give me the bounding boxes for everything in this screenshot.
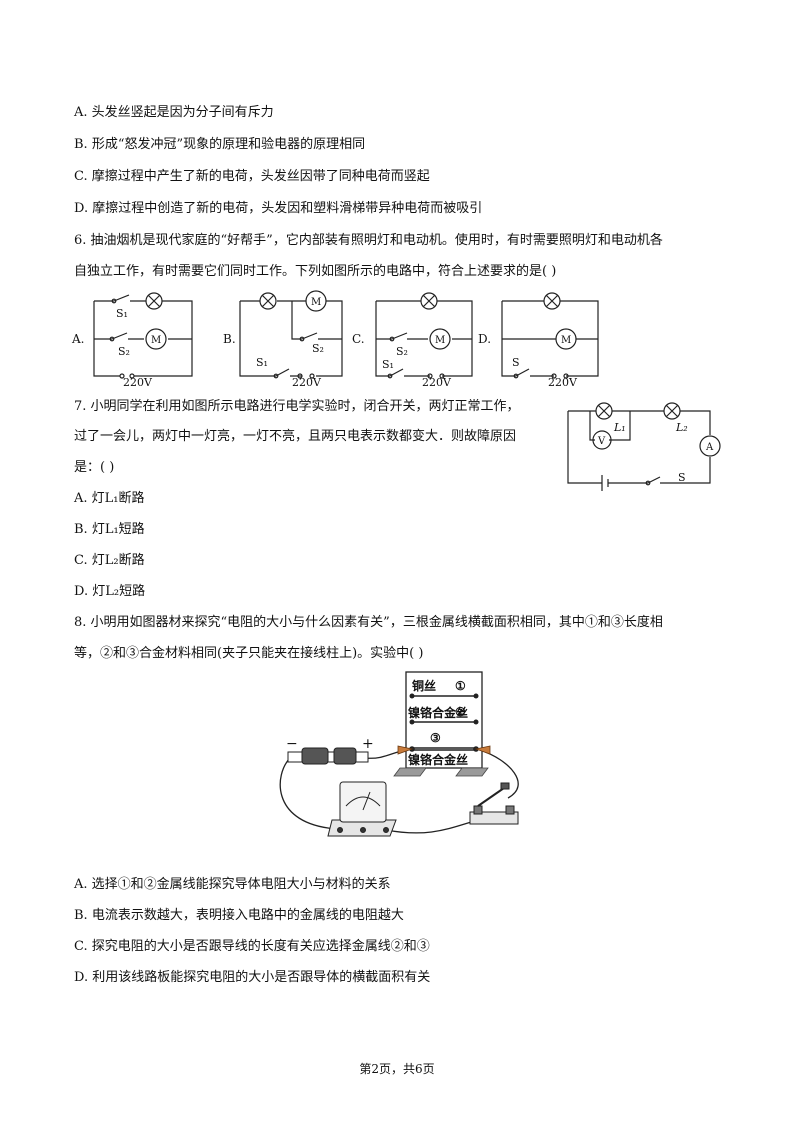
q8-battery-plus: +	[362, 736, 374, 752]
q8-stem-line2: 等，②和③合金材料相同(夹子只能夹在接线柱上)。实验中( )	[74, 646, 424, 661]
q8-board-row2: 镍铬合金丝	[408, 705, 468, 720]
q6-a-s1-label: S₁	[116, 307, 128, 320]
q6-c-voltage-label: 220V	[422, 376, 452, 389]
q8-wire-board	[393, 671, 491, 777]
q8-option-b: B. 电流表示数越大，表明接入电路中的金属线的电阻越大	[74, 908, 404, 923]
q7-stem-line3: 是：( )	[74, 460, 115, 475]
q8-board-mark2: ②	[455, 705, 466, 719]
q7-stem-line1: 7. 小明同学在利用如图所示电路进行电学实验时，闭合开关，两灯正常工作，	[74, 399, 520, 414]
q6-stem-line1: 6. 抽油烟机是现代家庭的“好帮手”，它内部装有照明灯和电动机。使用时，有时需要…	[74, 233, 663, 248]
q8-board-mark1: ①	[455, 679, 466, 693]
q6-option-b-letter: B.	[223, 332, 236, 346]
q8-ammeter	[327, 781, 397, 837]
q6-b-s1-label: S₁	[256, 356, 268, 369]
q5-option-d: D. 摩擦过程中创造了新的电荷，头发因和塑料滑梯带异种电荷而被吸引	[74, 201, 483, 216]
q7-ammeter-label: A	[705, 442, 714, 453]
q6-b-motor-label: M	[311, 297, 321, 308]
q6-c-s1-label: S₁	[382, 358, 394, 371]
q7-option-a: A. 灯L₁断路	[74, 491, 145, 506]
q6-circuit-a	[93, 292, 193, 379]
q6-b-s2-label: S₂	[312, 342, 324, 355]
q6-option-c-letter: C.	[352, 332, 365, 346]
q7-voltmeter-label: V	[597, 436, 606, 447]
q7-l1-label: L₁	[613, 421, 626, 434]
q8-apparatus-illustration: − + 铜丝 ① 镍铬合金丝 ② ③ 镍铬合金丝	[279, 671, 519, 837]
q8-option-c: C. 探究电阻的大小是否跟导线的长度有关应选择金属线②和③	[74, 939, 430, 954]
q7-switch-label: S	[678, 471, 686, 484]
q8-board-row1: 铜丝	[412, 678, 436, 693]
q6-a-motor-label: M	[151, 335, 161, 346]
q7-l2-label: L₂	[675, 421, 688, 434]
q5-option-b: B. 形成“怒发冲冠”现象的原理和验电器的原理相同	[74, 137, 366, 152]
q8-option-a: A. 选择①和②金属线能探究导体电阻大小与材料的关系	[74, 877, 391, 892]
q6-circuit-diagrams: A. B. C. D. S₁ S₂ M 220V S₁ S₂ M 220V S₂…	[71, 290, 599, 389]
q8-battery-minus: −	[286, 736, 298, 752]
q8-board-row3: 镍铬合金丝	[408, 752, 468, 767]
q7-stem-line2: 过了一会儿，两灯中一灯亮，一灯不亮，且两只电表示数都变大．则故障原因	[74, 429, 517, 444]
q6-c-motor-label: M	[435, 335, 445, 346]
q8-knife-switch	[469, 782, 519, 825]
q6-option-d-letter: D.	[478, 332, 491, 346]
q6-stem-line2: 自独立工作，有时需要它们同时工作。下列如图所示的电路中，符合上述要求的是( )	[74, 264, 557, 279]
q6-d-motor-label: M	[561, 335, 571, 346]
q5-option-a: A. 头发丝竖起是因为分子间有斥力	[74, 105, 274, 120]
q6-b-voltage-label: 220V	[292, 376, 322, 389]
q8-battery	[287, 747, 369, 765]
q6-option-a-letter: A.	[71, 332, 84, 346]
page-footer: 第2页，共6页	[359, 1062, 435, 1076]
q6-a-voltage-label: 220V	[123, 376, 153, 389]
q6-c-s2-label: S₂	[396, 345, 408, 358]
q8-stem-line1: 8. 小明用如图器材来探究“电阻的大小与什么因素有关”，三根金属线横截面积相同，…	[74, 615, 663, 630]
q7-option-b: B. 灯L₁短路	[74, 522, 145, 537]
q6-circuit-b	[239, 290, 343, 379]
q7-option-d: D. 灯L₂短路	[74, 584, 146, 599]
q6-circuit-c	[375, 292, 473, 379]
q8-option-d: D. 利用该线路板能探究电阻的大小是否跟导体的横截面积有关	[74, 970, 431, 985]
q7-circuit-diagram: V A L₁ L₂ S	[567, 402, 721, 491]
q6-a-s2-label: S₂	[118, 345, 130, 358]
q6-d-s-label: S	[512, 356, 520, 369]
q8-board-mark3: ③	[430, 731, 441, 745]
q6-d-voltage-label: 220V	[548, 376, 578, 389]
q7-option-c: C. 灯L₂断路	[74, 553, 145, 568]
q6-circuit-d	[501, 292, 599, 379]
q5-option-c: C. 摩擦过程中产生了新的电荷，头发丝因带了同种电荷而竖起	[74, 169, 430, 184]
